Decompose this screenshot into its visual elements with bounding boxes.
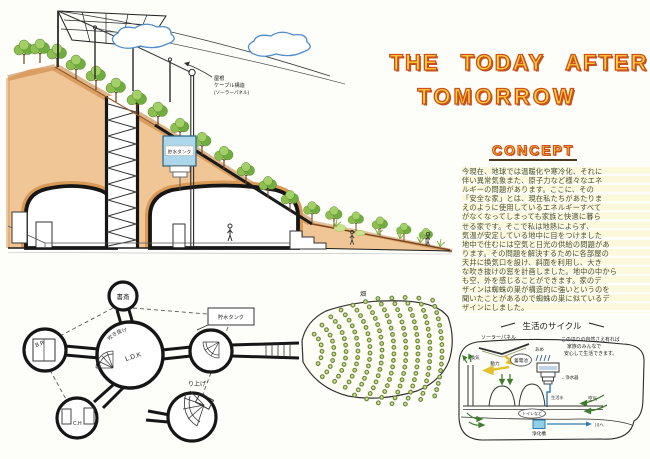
grass-tufts — [332, 218, 446, 248]
rain-label: あめ — [535, 347, 544, 353]
zigzag-stairs — [106, 103, 138, 247]
water-pipe — [546, 384, 551, 407]
water-label: 生活水 — [551, 394, 564, 401]
septic-tank — [532, 419, 546, 429]
cycle-house-outline — [458, 338, 645, 441]
floor-plan-drawing: 書斎 B.R 吹き抜け L.D.K C.H り上げ 貯水タンク — [22, 280, 453, 443]
center-spiral-stair — [95, 350, 114, 369]
room-bottom — [55, 396, 99, 440]
underground-rooms — [21, 180, 303, 250]
room-center — [95, 320, 165, 390]
amphitheater-stair — [182, 390, 215, 427]
arrow-icon — [184, 61, 190, 67]
cloud-icon — [247, 31, 311, 57]
clouds — [111, 23, 311, 57]
battery-outline — [510, 353, 532, 367]
room2-door — [172, 223, 186, 249]
battery-label: 蓄電池 — [514, 357, 528, 364]
room-right — [188, 328, 234, 374]
solar-panel — [478, 343, 530, 358]
cloud-icon — [111, 23, 175, 49]
power-label: 動力 — [490, 360, 500, 367]
river-label: 川へ — [595, 423, 604, 428]
room1-door — [35, 221, 53, 249]
plan-tank-callout: 貯水タンク — [196, 307, 255, 331]
life-cycle-diagram: 生活のサイクル ソーラーパネル 蓄電池 動力 換気 この辺りの自然さえ有れば 家… — [458, 321, 645, 441]
water-tank: 貯水タンク — [162, 135, 197, 190]
room-top — [107, 280, 139, 312]
air-label: 空気 — [588, 395, 598, 402]
rain-marks — [535, 354, 551, 362]
tank-label: 貯水タンク — [168, 148, 192, 155]
hillside-section-drawing: 貯水タンク 屋根 ケーブル構造 (ソーラーパネル) — [6, 10, 453, 255]
concept-heading: CONCEPT — [489, 141, 578, 161]
chimney — [467, 365, 474, 406]
field-label: 畑 — [360, 290, 366, 298]
intake-down-arrows — [498, 374, 514, 386]
person-figure — [425, 231, 431, 247]
rain-tank — [536, 362, 560, 385]
stair-label: り上げ — [188, 380, 206, 388]
concept-body-text: 今現在、地球では温暖化や寒冷化、それに 伴い異常気象また、原子力など様々なエネ … — [462, 167, 650, 313]
room-center-label: L.D.K — [124, 351, 142, 363]
svg-text:家族のみんなで: 家族のみんなで — [567, 343, 601, 350]
air-arrows — [579, 394, 608, 415]
corridor-ladder-ticks — [265, 343, 291, 358]
room-top-label: 書斎 — [117, 292, 131, 301]
arrow-icon — [586, 421, 592, 427]
cycle-title-decoration — [500, 322, 605, 328]
person-figure — [227, 223, 233, 242]
septic-label: 浄化槽 — [532, 430, 546, 437]
svg-text:(ソーラーパネル): (ソーラーパネル) — [214, 90, 250, 96]
vent-arrows — [462, 353, 474, 364]
ground-terrace — [7, 211, 453, 255]
title-line-1: THE TODAY AFTER — [389, 49, 649, 75]
circulation-arrows — [466, 412, 486, 429]
stair-shaft — [104, 96, 140, 248]
roof-label: 屋根 ケーブル構造 (ソーラーパネル) — [184, 61, 250, 96]
room-left — [22, 327, 68, 373]
steps — [289, 230, 327, 250]
purifier-label: ←浄水器 — [561, 374, 579, 381]
title-line-2: TOMORROW — [417, 83, 577, 109]
svg-text:ケーブル構造: ケーブル構造 — [214, 81, 246, 89]
svg-text:屋根: 屋根 — [214, 74, 224, 82]
room-left-label: B.R — [35, 340, 46, 349]
toilet-label: トイレなど — [522, 410, 542, 416]
solar-panel-label: ソーラーパネル — [481, 335, 516, 341]
person-figure — [349, 229, 355, 245]
house-profile — [460, 383, 633, 426]
people-figures — [227, 223, 431, 247]
right-fan-stair — [202, 341, 220, 359]
toilet-outline — [518, 408, 546, 419]
svg-text:貯水タンク: 貯水タンク — [218, 313, 244, 321]
room-stair-circle — [166, 391, 218, 443]
vent-label: 換気 — [470, 354, 480, 361]
room-bottom-label: C.H — [73, 421, 82, 427]
poster-title: THE TODAY AFTER TOMORROW — [388, 49, 650, 110]
cycle-title: 生活のサイクル — [522, 321, 582, 331]
cycle-note: この辺りの自然さえ有れば 家族のみんなで 安心して生活できます。 — [561, 336, 620, 357]
svg-text:この辺りの自然さえ有れば: この辺りの自然さえ有れば — [561, 336, 620, 343]
svg-text:安心して生活できます。: 安心して生活できます。 — [564, 350, 617, 357]
